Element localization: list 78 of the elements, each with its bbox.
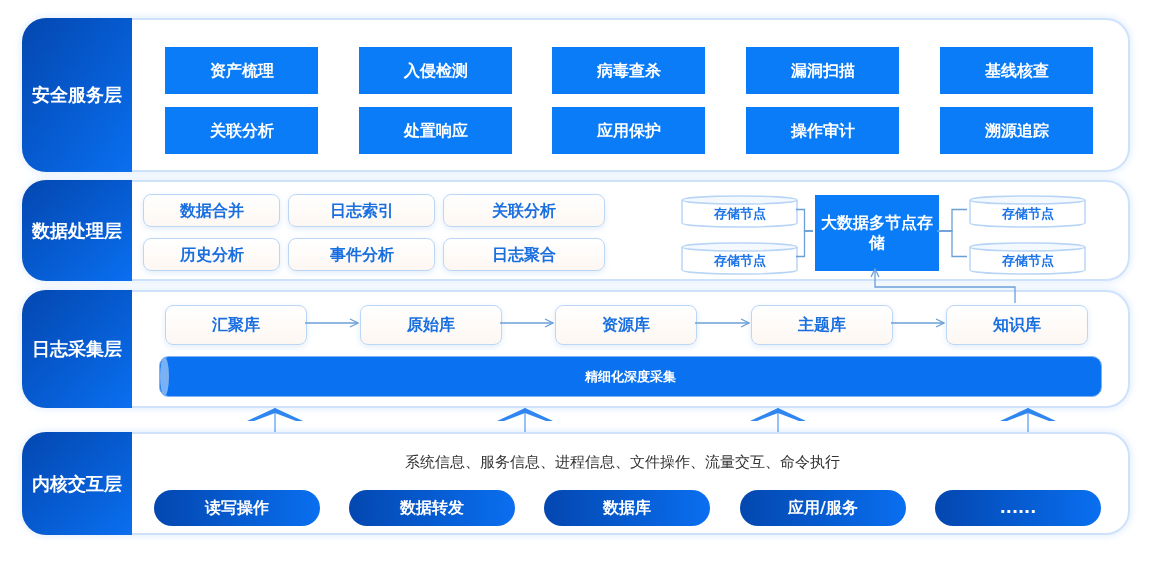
node-label: 知识库 bbox=[993, 314, 1041, 336]
node-label: 历史分析 bbox=[179, 243, 244, 266]
node-label: 主题库 bbox=[798, 314, 846, 336]
layer-panel bbox=[22, 180, 1130, 281]
node-label: 关联分析 bbox=[208, 120, 275, 141]
service-box bbox=[359, 107, 512, 154]
node-label: 病毒查杀 bbox=[595, 60, 662, 81]
storage-cylinder bbox=[969, 242, 1086, 275]
source-pill bbox=[349, 490, 515, 526]
node-label: 事件分析 bbox=[329, 243, 394, 266]
node-label: 日志聚合 bbox=[492, 243, 556, 266]
node-label: 应用保护 bbox=[595, 120, 662, 141]
module-box bbox=[946, 305, 1088, 345]
connector-arrow bbox=[304, 318, 359, 328]
node-label: 安全服务层 bbox=[32, 83, 122, 107]
storage-cylinder bbox=[681, 195, 798, 228]
node-label: 内核交互层 bbox=[32, 471, 122, 496]
node-label: 入侵检测 bbox=[402, 60, 469, 81]
node-label: 读写操作 bbox=[205, 497, 269, 519]
node-label: 存储节点 bbox=[1001, 204, 1054, 223]
node-label: 漏洞扫描 bbox=[789, 60, 856, 81]
module-box bbox=[443, 194, 605, 227]
node-label: 应用/服务 bbox=[788, 497, 858, 519]
node-label: 存储节点 bbox=[1001, 251, 1054, 270]
connector-arrow bbox=[694, 318, 750, 328]
service-box bbox=[359, 47, 512, 94]
module-box bbox=[751, 305, 893, 345]
node-label: 资产梳理 bbox=[208, 60, 275, 81]
node-label: 溯源追踪 bbox=[983, 120, 1050, 141]
node-label: 操作审计 bbox=[789, 120, 856, 141]
source-pill bbox=[740, 490, 906, 526]
module-box bbox=[288, 194, 435, 227]
service-box bbox=[940, 47, 1093, 94]
layer-panel bbox=[22, 432, 1130, 535]
node-label: ...... bbox=[999, 497, 1037, 519]
module-box bbox=[443, 238, 605, 271]
service-box bbox=[552, 47, 705, 94]
storage-cylinder bbox=[681, 242, 798, 275]
module-box bbox=[143, 194, 280, 227]
node-label: 日志采集层 bbox=[32, 337, 122, 361]
service-box bbox=[746, 47, 899, 94]
source-pill bbox=[544, 490, 710, 526]
node-label: 日志索引 bbox=[329, 199, 394, 222]
service-box bbox=[940, 107, 1093, 154]
collection-pipe bbox=[159, 356, 1102, 397]
storage-cylinder bbox=[969, 195, 1086, 228]
node-label: 精细化深度采集 bbox=[585, 367, 676, 386]
source-pill bbox=[935, 490, 1101, 526]
module-box bbox=[288, 238, 435, 271]
module-box bbox=[360, 305, 502, 345]
connector-arrow bbox=[499, 318, 554, 328]
layer-panel bbox=[22, 18, 1130, 172]
service-box bbox=[552, 107, 705, 154]
source-pill bbox=[154, 490, 320, 526]
node-label: 汇聚库 bbox=[212, 314, 260, 336]
node-label: 数据库 bbox=[603, 497, 651, 519]
node-label: 数据合并 bbox=[179, 199, 244, 222]
node-label: 关联分析 bbox=[492, 199, 556, 222]
connector-arrow bbox=[890, 318, 945, 328]
connector-arrow bbox=[870, 268, 1016, 304]
node-label: 处置响应 bbox=[402, 120, 469, 141]
node-label: 原始库 bbox=[407, 314, 455, 336]
node-label: 基线核查 bbox=[983, 60, 1050, 81]
node-label: 存储节点 bbox=[713, 251, 766, 270]
node-label: 存储节点 bbox=[713, 204, 766, 223]
service-box bbox=[165, 47, 318, 94]
module-box bbox=[143, 238, 280, 271]
service-box bbox=[815, 195, 939, 271]
module-box bbox=[165, 305, 307, 345]
module-box bbox=[555, 305, 697, 345]
service-box bbox=[165, 107, 318, 154]
service-box bbox=[746, 107, 899, 154]
node-label: 大数据多节点存储 bbox=[820, 213, 934, 253]
node-label: 数据转发 bbox=[400, 497, 464, 519]
data-types-text: 系统信息、服务信息、进程信息、文件操作、流量交互、命令执行 bbox=[403, 452, 841, 473]
layer-panel bbox=[22, 290, 1130, 408]
node-label: 数据处理层 bbox=[32, 218, 122, 243]
node-label: 资源库 bbox=[602, 314, 650, 336]
